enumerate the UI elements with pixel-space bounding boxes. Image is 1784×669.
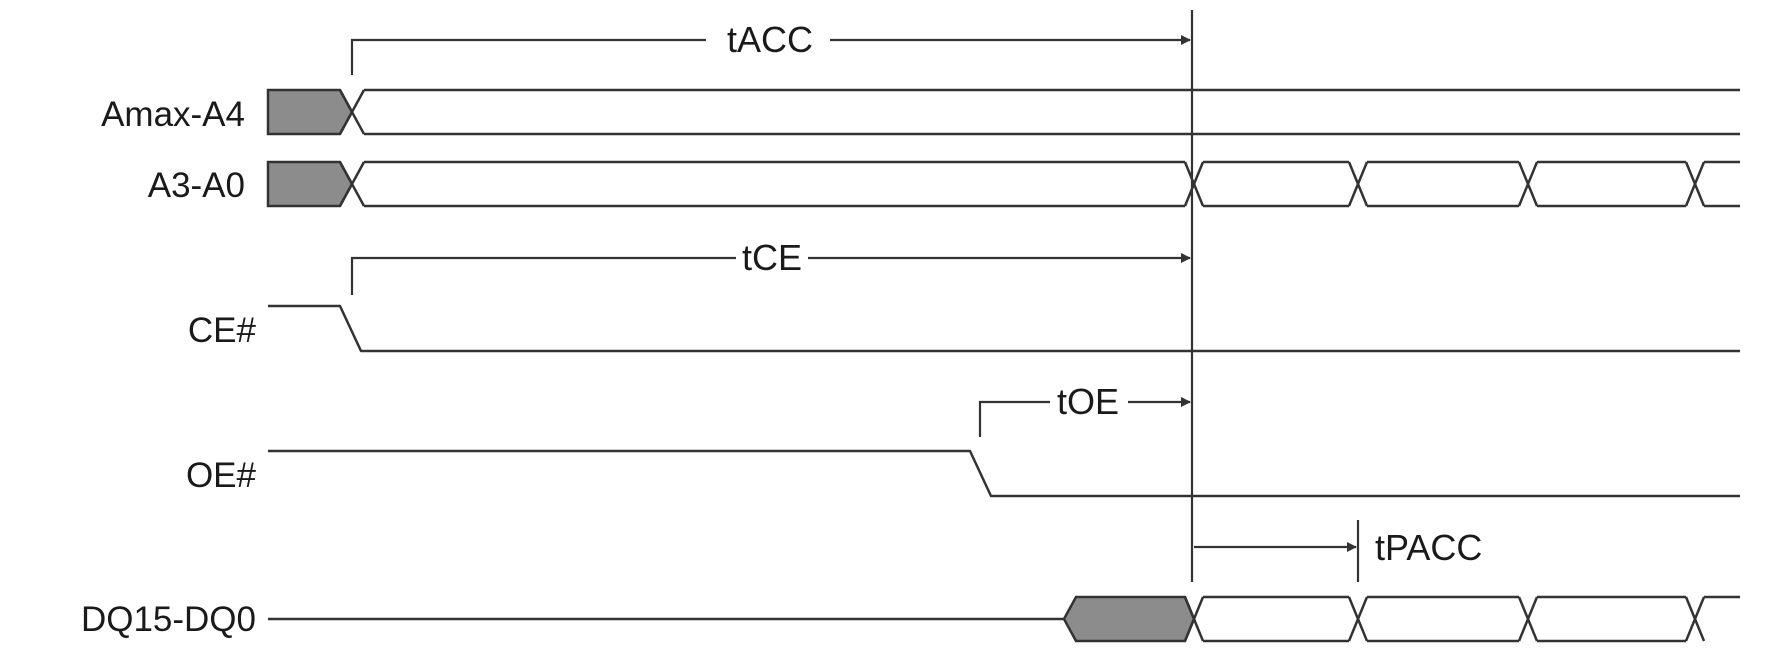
timing-label-toe: tOE bbox=[1057, 381, 1119, 422]
invalid-region-dq15-dq0 bbox=[1062, 595, 1196, 643]
signal-label-oe: OE# bbox=[186, 456, 257, 495]
waveform-a3-a0 bbox=[266, 160, 1740, 208]
waveform-dq15-dq0 bbox=[268, 595, 1740, 643]
timing-tacc: tACC bbox=[350, 19, 1191, 75]
signal-label-a3-a0: A3-A0 bbox=[148, 166, 245, 205]
signal-label-amax-a4: Amax-A4 bbox=[101, 95, 245, 134]
timing-label-tacc: tACC bbox=[727, 19, 813, 60]
invalid-region-a3-a0 bbox=[266, 160, 354, 208]
invalid-region-amax-a4 bbox=[266, 88, 354, 136]
timing-label-tpacc: tPACC bbox=[1375, 527, 1482, 568]
waveform-oe bbox=[268, 449, 1740, 498]
timing-toe: tOE bbox=[978, 381, 1191, 437]
signal-label-ce: CE# bbox=[188, 311, 257, 350]
waveform-ce bbox=[268, 304, 1740, 353]
timing-tpacc: tPACC bbox=[1194, 520, 1482, 582]
signal-label-dq15-dq0: DQ15-DQ0 bbox=[81, 600, 256, 639]
timing-tce: tCE bbox=[350, 237, 1191, 295]
waveform-amax-a4 bbox=[266, 88, 1740, 136]
timing-label-tce: tCE bbox=[742, 237, 802, 278]
